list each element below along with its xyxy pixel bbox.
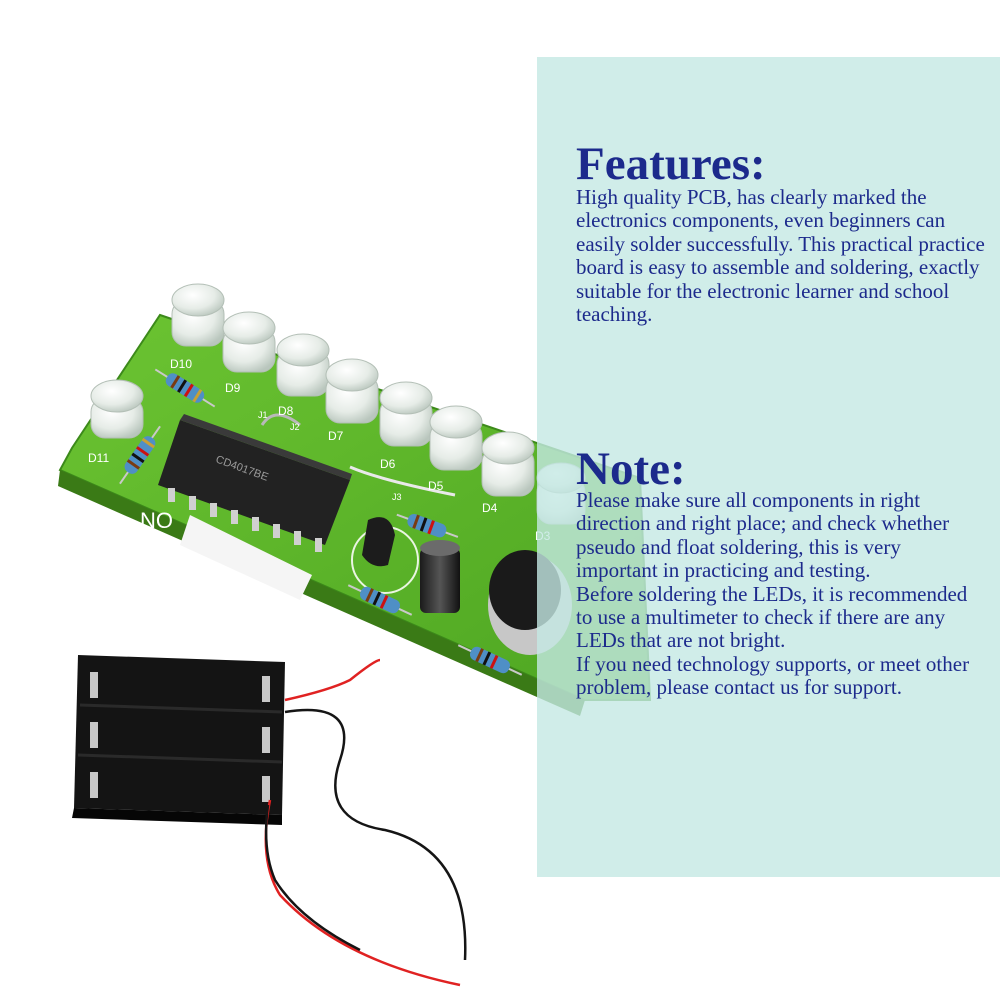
pcb-label-no: NO [140, 508, 173, 533]
features-heading: Features: [576, 138, 766, 190]
resistor [347, 584, 413, 616]
black-wire [264, 804, 361, 952]
resistor [396, 513, 459, 538]
led [222, 311, 276, 373]
transistor [362, 517, 395, 567]
pcb-label-j1: J1 [258, 410, 268, 420]
led [276, 333, 330, 397]
pcb-label-d11: D11 [88, 451, 109, 465]
led [481, 431, 535, 497]
battery-holder [72, 655, 285, 825]
pcb-label-j2: J2 [290, 422, 300, 432]
led [90, 379, 144, 439]
red-wire [284, 658, 381, 702]
note-text: Please make sure all components in right… [576, 488, 986, 700]
note-paragraph: Before soldering the LEDs, it is recomme… [576, 581, 968, 653]
features-text: High quality PCB, has clearly marked the… [576, 185, 985, 327]
capacitor [420, 540, 460, 613]
resistor [154, 368, 216, 408]
pcb-label-j3: J3 [392, 492, 402, 502]
resistor [457, 644, 523, 676]
black-wire [284, 708, 467, 961]
jumper-wire [349, 465, 456, 497]
led [171, 283, 225, 347]
pcb-label-d6: D6 [380, 457, 396, 471]
red-wire [264, 799, 461, 987]
pcb-label-d10: D10 [170, 357, 192, 371]
ic-chip [158, 414, 352, 552]
note-paragraph: Please make sure all components in right… [576, 488, 950, 583]
note-paragraph: If you need technology supports, or meet… [576, 651, 970, 700]
pcb-label-d7: D7 [328, 429, 344, 443]
led [429, 405, 483, 471]
label-box [180, 515, 312, 600]
pcb-label-d4: D4 [482, 501, 498, 515]
jumper-wire [260, 413, 301, 427]
pcb-label-d5: D5 [428, 479, 444, 493]
note-heading: Note: [576, 443, 686, 495]
resistor [119, 425, 161, 485]
pcb-label-d9: D9 [225, 381, 241, 395]
led [379, 381, 433, 447]
led [325, 358, 379, 424]
pcb-label-d8: D8 [278, 404, 294, 418]
info-panel [537, 57, 1000, 877]
